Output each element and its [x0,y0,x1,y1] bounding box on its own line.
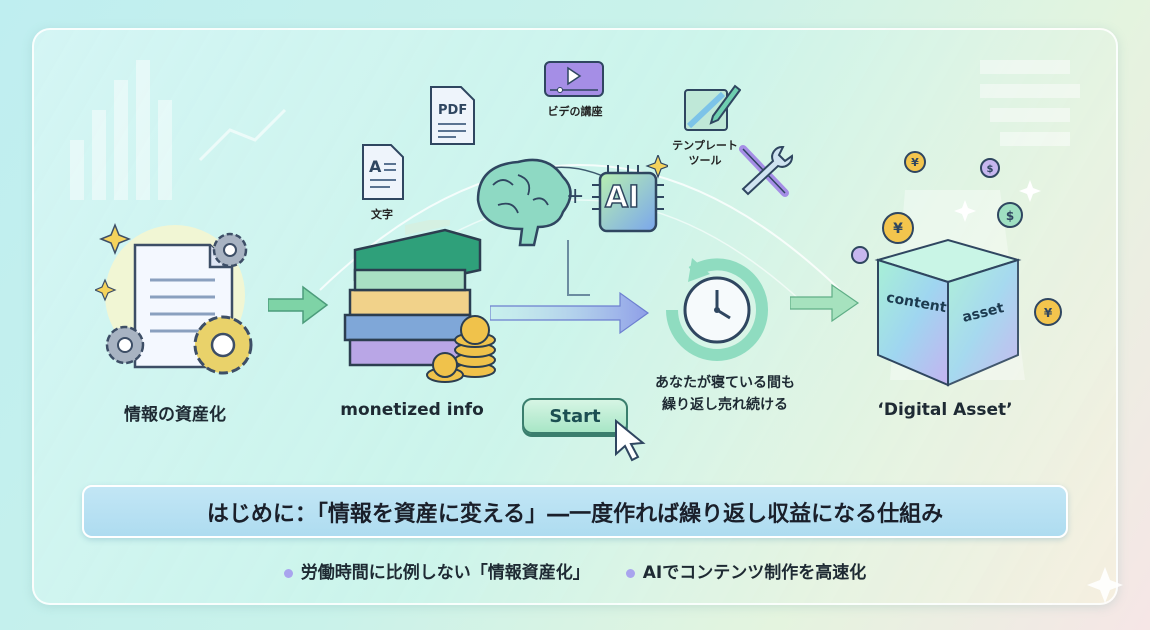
coin-yen-3: ¥ [1044,306,1053,320]
bullet-item: 労働時間に比例しない「情報資産化」 [283,558,590,583]
mouse-cursor-icon [615,418,646,462]
wrench-screwdriver-icon [739,145,794,197]
bullet-item: AIでコンテンツ制作を高速化 [625,558,867,583]
ai-chip-label: AI [604,179,640,216]
background-bar-chart-icon [70,60,287,200]
bullet-text: 労働時間に比例しない「情報資産化」 [300,563,590,583]
step-label-sells-while-sleeping: あなたが寝ている間も繰り返し売れ続ける [655,372,795,416]
plus-sign: + [566,184,585,209]
sparkle-icon [1087,567,1123,603]
bullet-dot-icon [625,568,635,578]
step-label-digital-asset: ‘Digital Asset’ [877,400,1013,420]
books-coins-icon [343,220,496,383]
pdf-document-icon [430,86,475,145]
bullet-list: 労働時間に比例しない「情報資産化」 AIでコンテンツ制作を高速化 [0,558,1150,583]
step-label-info-assetization: 情報の資産化 [124,405,226,425]
icon-label-template-tool: テンプレートツール [672,138,738,168]
icon-label-video-course: ビデの講座 [547,105,603,118]
coin-dollar: $ [987,164,994,175]
svg-text:A: A [369,157,382,176]
template-pencil-icon [684,84,741,131]
title-banner: はじめに：「情報を資産に変える」―一度作れば繰り返し収益になる仕組み [82,485,1068,538]
start-button[interactable]: Start [522,398,628,434]
bullet-text: AIでコンテンツ制作を高速化 [642,563,867,583]
background-bars-right-icon [980,60,1080,146]
digital-asset-cube-icon: ¥ $ ¥ $ ¥ [851,151,1062,387]
video-player-icon [544,61,604,97]
step-label-monetized-info: monetized info [340,400,484,420]
template-line-1: テンプレート [672,139,738,152]
template-line-2: ツール [688,154,722,167]
label-line-1: あなたが寝ている間も [655,375,795,391]
brain-plus-ai-illustration [476,155,668,247]
document-gears-icon [95,222,253,375]
icon-label-text: 文字 [371,208,393,221]
coin-yen-2: ¥ [893,221,903,237]
bullet-dot-icon [283,568,293,578]
label-line-2: 繰り返し売れ続ける [662,397,788,413]
pdf-label: PDF [438,103,468,118]
coin-dollar-2: $ [1006,209,1014,223]
coin-yen: ¥ [911,156,919,169]
arrow-right-long-icon [490,291,650,335]
arrow-right-icon [268,285,329,325]
arrow-right-icon-2 [790,283,860,323]
text-document-icon: A [362,144,404,200]
clock-cycle-icon [666,258,769,361]
